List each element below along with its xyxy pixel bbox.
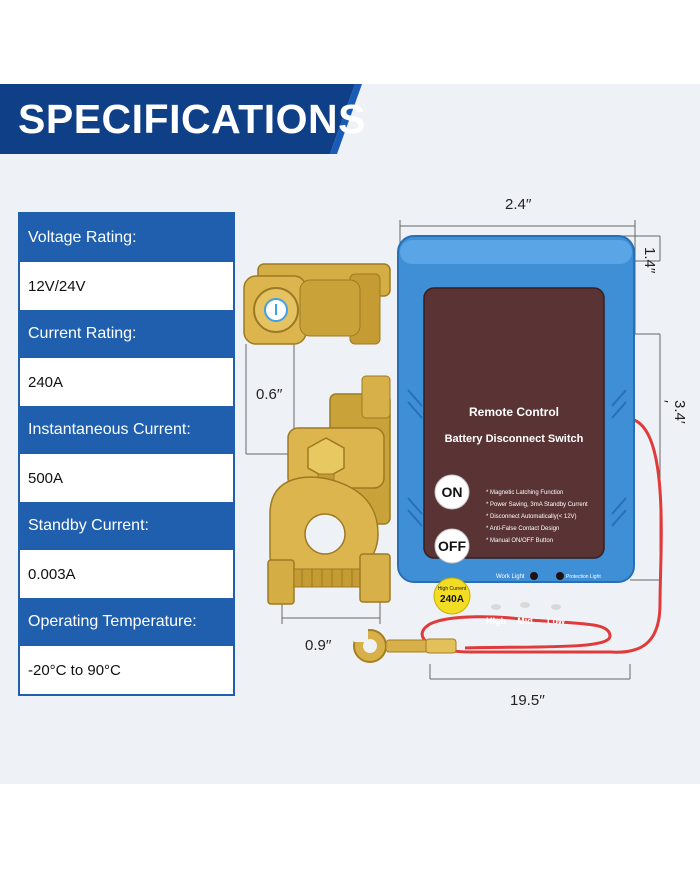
off-button[interactable]	[434, 528, 470, 564]
dimension-height: 3.4′′	[654, 400, 688, 424]
high-current-badge	[433, 577, 471, 615]
device-title-line1: Remote Control	[469, 405, 559, 419]
protection-light-indicator	[556, 572, 564, 580]
product-illustration: Remote Control Battery Disconnect Switch…	[243, 220, 663, 680]
dimension-width: 2.4′′	[505, 196, 532, 213]
spec-label-current: Current Rating:	[20, 310, 233, 358]
specs-table: Voltage Rating: 12V/24V Current Rating: …	[18, 212, 235, 696]
ring-terminal	[353, 624, 457, 663]
small-terminal-clamp	[243, 263, 391, 345]
dimension-cable: 19.5′′	[510, 692, 545, 709]
work-light-indicator	[530, 572, 538, 580]
level-low: Low	[547, 616, 566, 626]
off-button-label: OFF	[438, 538, 466, 554]
feature-1: * Magnetic Latching Function	[486, 490, 563, 496]
feature-4: * Anti-False Contact Design	[486, 526, 559, 532]
large-terminal-clamp	[267, 375, 391, 605]
work-light-label: Work Light	[496, 574, 525, 580]
on-button[interactable]	[434, 474, 470, 510]
dimension-depth: 1.4′′	[641, 247, 658, 274]
spec-label-voltage: Voltage Rating:	[20, 214, 233, 262]
spec-value-current: 240A	[20, 358, 233, 406]
product-canvas: SPECIFICATIONS Voltage Rating: 12V/24V C…	[0, 84, 700, 784]
spec-label-temperature: Operating Temperature:	[20, 598, 233, 646]
spec-value-standby: 0.003A	[20, 550, 233, 598]
level-high: High	[486, 616, 506, 626]
dimension-terminal-large: 0.9′′	[305, 637, 332, 654]
device-title-line2: Battery Disconnect Switch	[445, 433, 584, 445]
spec-value-instantaneous: 500A	[20, 454, 233, 502]
feature-3: * Disconnect Automatically(< 12V)	[486, 514, 577, 520]
level-mid: Mid	[517, 616, 533, 626]
header-banner	[0, 84, 362, 154]
spec-label-instantaneous: Instantaneous Current:	[20, 406, 233, 454]
badge-value: 240A	[440, 594, 464, 605]
on-button-label: ON	[442, 484, 463, 500]
feature-2: * Power Saving, 3mA Standby Current	[486, 502, 588, 508]
spec-value-voltage: 12V/24V	[20, 262, 233, 310]
dimension-terminal-small: 0.6′′	[256, 386, 283, 403]
spec-label-standby: Standby Current:	[20, 502, 233, 550]
feature-5: * Manual ON/OFF Button	[486, 538, 553, 544]
page-title: SPECIFICATIONS	[18, 96, 366, 142]
level-indicators	[491, 602, 561, 610]
spec-value-temperature: -20°C to 90°C	[20, 646, 233, 694]
red-cable	[420, 418, 663, 654]
badge-label: High Current	[438, 586, 467, 592]
protection-light-label: Protection Light	[566, 574, 601, 580]
